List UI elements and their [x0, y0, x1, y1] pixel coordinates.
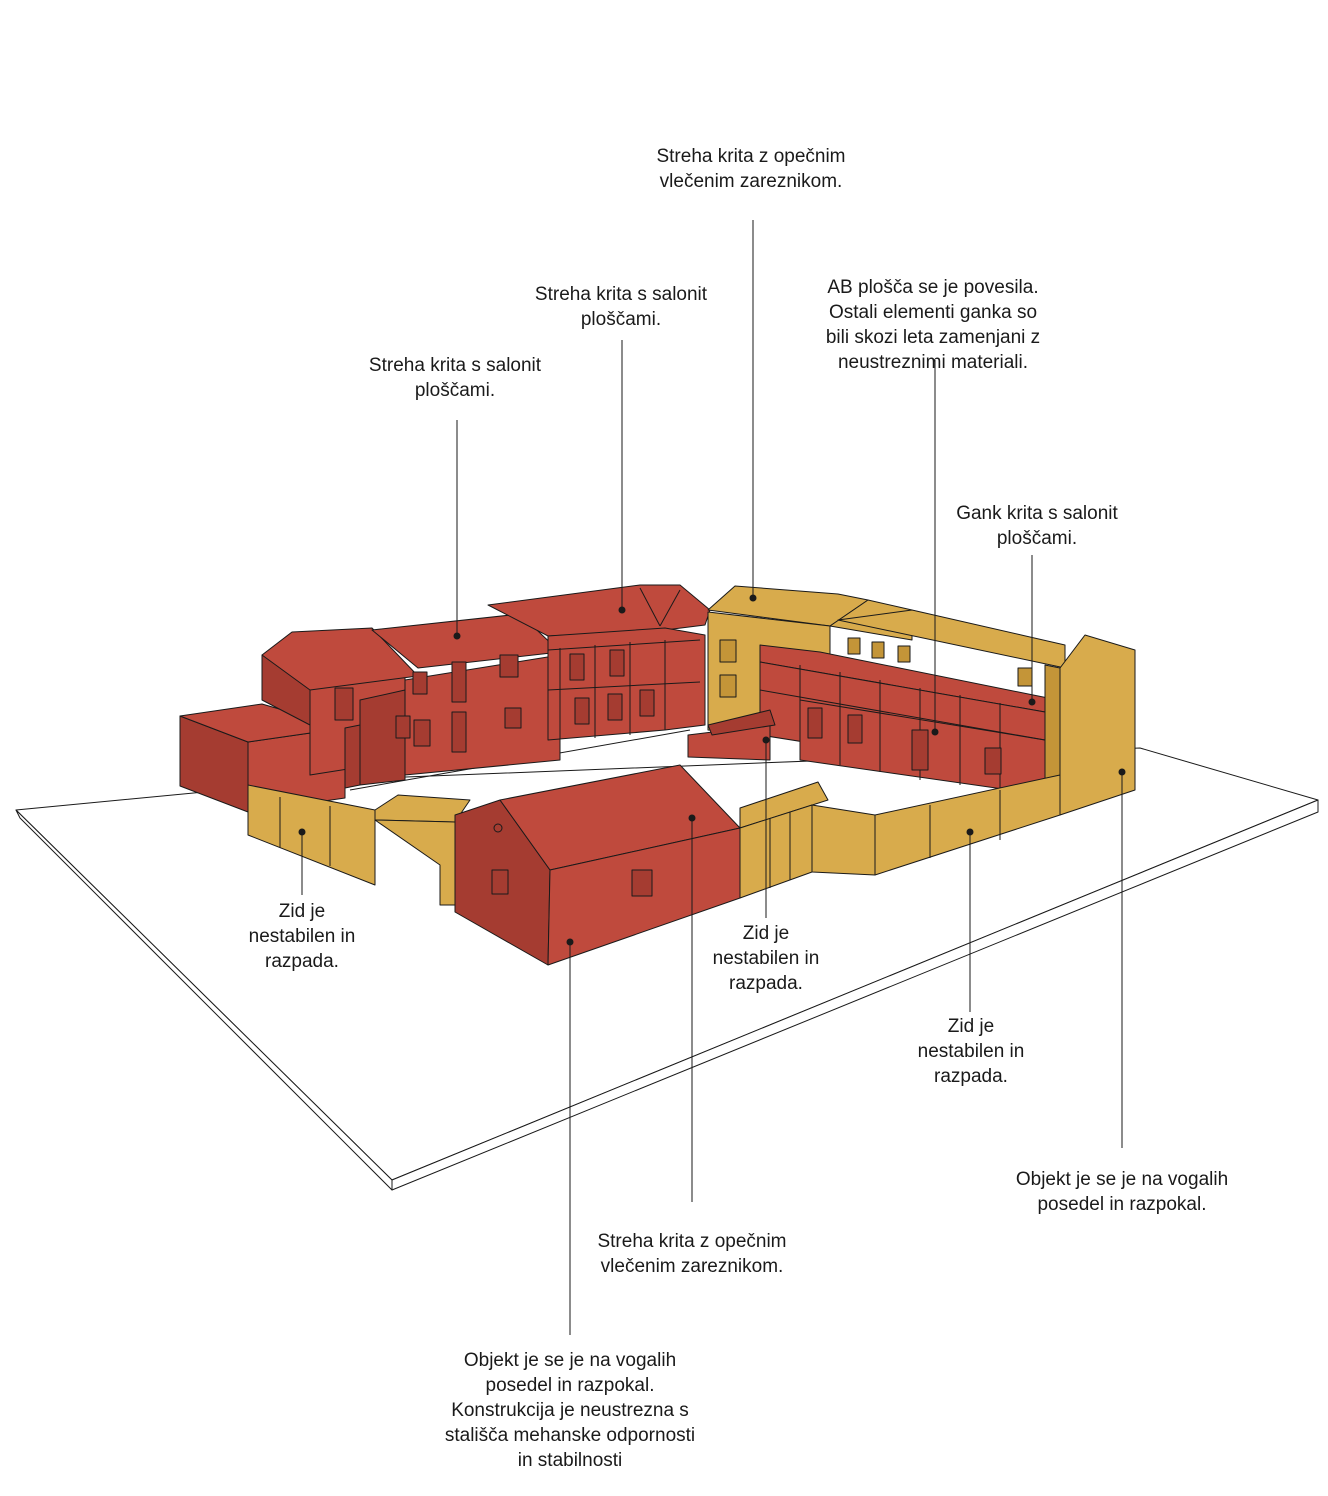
- leader-lines: [301, 220, 1123, 1335]
- annotation-ab-slab: AB plošča se je povesila. Ostali element…: [825, 277, 1041, 373]
- annotation-roof-tile-top: Streha krita z opečnim vlečenim zareznik…: [656, 146, 846, 192]
- annotation-object-bottom: Objekt je se je na vogalih posedel in ra…: [444, 1350, 696, 1471]
- annotation-object-right: Objekt je se je na vogalih posedel in ra…: [1015, 1169, 1229, 1215]
- annotation-wall-right: Zid je nestabilen in razpada.: [917, 1016, 1025, 1087]
- center-back-building: [487, 584, 711, 741]
- arch-gate: [374, 794, 471, 906]
- annotation-wall-left: Zid je nestabilen in razpada.: [248, 901, 356, 972]
- middle-left-wing: [359, 613, 561, 786]
- annotation-roof-salonit-left: Streha krita s salonit ploščami.: [368, 355, 542, 401]
- annotation-gank-salonit: Gank krita s salonit ploščami.: [956, 503, 1118, 549]
- left-wing: [261, 627, 419, 789]
- annotation-roof-tile-bottom: Streha krita z opečnim vlečenim zareznik…: [597, 1231, 787, 1277]
- annotation-wall-middle: Zid je nestabilen in razpada.: [712, 923, 820, 994]
- leader-dots: [298, 594, 1126, 946]
- right-front-wall: [739, 774, 1061, 899]
- annotation-roof-salonit-middle: Streha krita s salonit ploščami.: [534, 284, 708, 330]
- courtyard-red-wall: [687, 709, 776, 761]
- left-ochre-wall: [247, 784, 376, 886]
